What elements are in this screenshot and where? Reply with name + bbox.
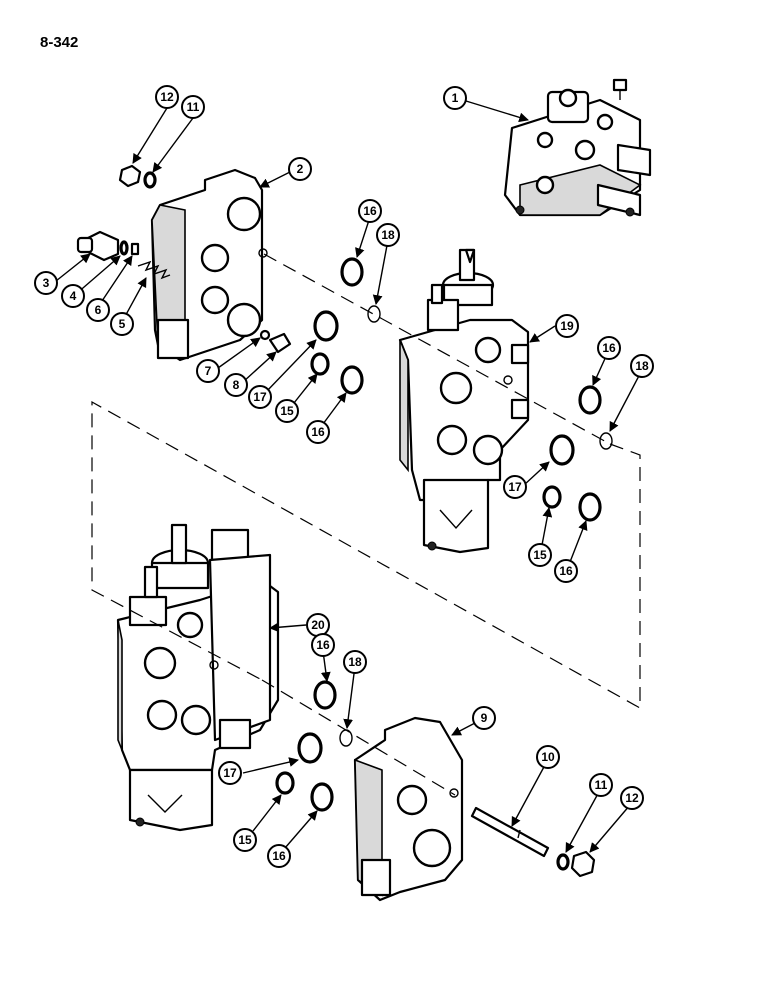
callout-18-b: 18 bbox=[630, 354, 654, 378]
callout-7: 7 bbox=[196, 359, 220, 383]
callout-15-b: 15 bbox=[528, 543, 552, 567]
callout-16-e: 16 bbox=[311, 633, 335, 657]
valve-assembly-illustration bbox=[503, 78, 652, 217]
callout-16-f: 16 bbox=[267, 844, 291, 868]
callout-18-c: 18 bbox=[343, 650, 367, 674]
outlet-end-plate bbox=[353, 716, 464, 902]
callout-16-a: 16 bbox=[358, 199, 382, 223]
callout-11-top: 11 bbox=[181, 95, 205, 119]
svg-text:16: 16 bbox=[602, 341, 616, 355]
callout-1: 1 bbox=[443, 86, 467, 110]
page-number: 8-342 bbox=[40, 34, 79, 51]
svg-text:9: 9 bbox=[481, 711, 488, 725]
svg-text:8: 8 bbox=[233, 378, 240, 392]
svg-text:10: 10 bbox=[541, 750, 555, 764]
svg-text:15: 15 bbox=[280, 404, 294, 418]
callout-3: 3 bbox=[34, 271, 58, 295]
svg-text:12: 12 bbox=[160, 90, 174, 104]
seal-rings bbox=[275, 257, 613, 812]
callout-20: 20 bbox=[306, 613, 330, 637]
callout-11-bottom: 11 bbox=[589, 773, 613, 797]
control-section-upper bbox=[398, 248, 530, 554]
svg-text:16: 16 bbox=[363, 204, 377, 218]
callout-4: 4 bbox=[61, 284, 85, 308]
callout-15-a: 15 bbox=[275, 399, 299, 423]
svg-text:16: 16 bbox=[559, 564, 573, 578]
svg-text:1: 1 bbox=[452, 91, 459, 105]
relief-fitting-parts bbox=[76, 230, 292, 354]
svg-text:16: 16 bbox=[316, 638, 330, 652]
callout-17-c: 17 bbox=[218, 761, 242, 785]
callout-17-b: 17 bbox=[503, 475, 527, 499]
svg-text:17: 17 bbox=[253, 390, 267, 404]
svg-text:17: 17 bbox=[508, 480, 522, 494]
callout-8: 8 bbox=[224, 373, 248, 397]
svg-text:16: 16 bbox=[272, 849, 286, 863]
svg-text:19: 19 bbox=[560, 319, 574, 333]
svg-text:6: 6 bbox=[95, 303, 102, 317]
svg-text:2: 2 bbox=[297, 162, 304, 176]
control-section-lower bbox=[116, 523, 280, 832]
svg-text:12: 12 bbox=[625, 791, 639, 805]
svg-text:15: 15 bbox=[238, 833, 252, 847]
nut-washer-top bbox=[118, 164, 157, 189]
svg-text:11: 11 bbox=[187, 100, 200, 114]
alignment-lines bbox=[91, 253, 641, 796]
svg-text:11: 11 bbox=[595, 778, 608, 792]
callout-19: 19 bbox=[555, 314, 579, 338]
svg-text:18: 18 bbox=[381, 228, 395, 242]
callout-10: 10 bbox=[536, 745, 560, 769]
callout-5: 5 bbox=[110, 312, 134, 336]
callout-16-d: 16 bbox=[554, 559, 578, 583]
svg-text:18: 18 bbox=[348, 655, 362, 669]
inlet-end-plate bbox=[150, 168, 268, 362]
svg-text:16: 16 bbox=[311, 425, 325, 439]
callout-2: 2 bbox=[288, 157, 312, 181]
svg-text:4: 4 bbox=[70, 289, 77, 303]
stud-and-nut bbox=[470, 806, 596, 878]
callout-12-bottom: 12 bbox=[620, 786, 644, 810]
callout-16-b: 16 bbox=[306, 420, 330, 444]
callout-6: 6 bbox=[86, 298, 110, 322]
svg-text:20: 20 bbox=[311, 618, 325, 632]
svg-text:18: 18 bbox=[635, 359, 649, 373]
callout-17-a: 17 bbox=[248, 385, 272, 409]
leader-lines bbox=[55, 100, 643, 853]
callout-15-c: 15 bbox=[233, 828, 257, 852]
svg-text:17: 17 bbox=[223, 766, 237, 780]
svg-text:5: 5 bbox=[119, 317, 126, 331]
svg-text:7: 7 bbox=[205, 364, 212, 378]
callout-16-c: 16 bbox=[597, 336, 621, 360]
callout-9: 9 bbox=[472, 706, 496, 730]
callout-18-a: 18 bbox=[376, 223, 400, 247]
svg-text:3: 3 bbox=[43, 276, 50, 290]
callout-12-top: 12 bbox=[155, 85, 179, 109]
svg-text:15: 15 bbox=[533, 548, 547, 562]
